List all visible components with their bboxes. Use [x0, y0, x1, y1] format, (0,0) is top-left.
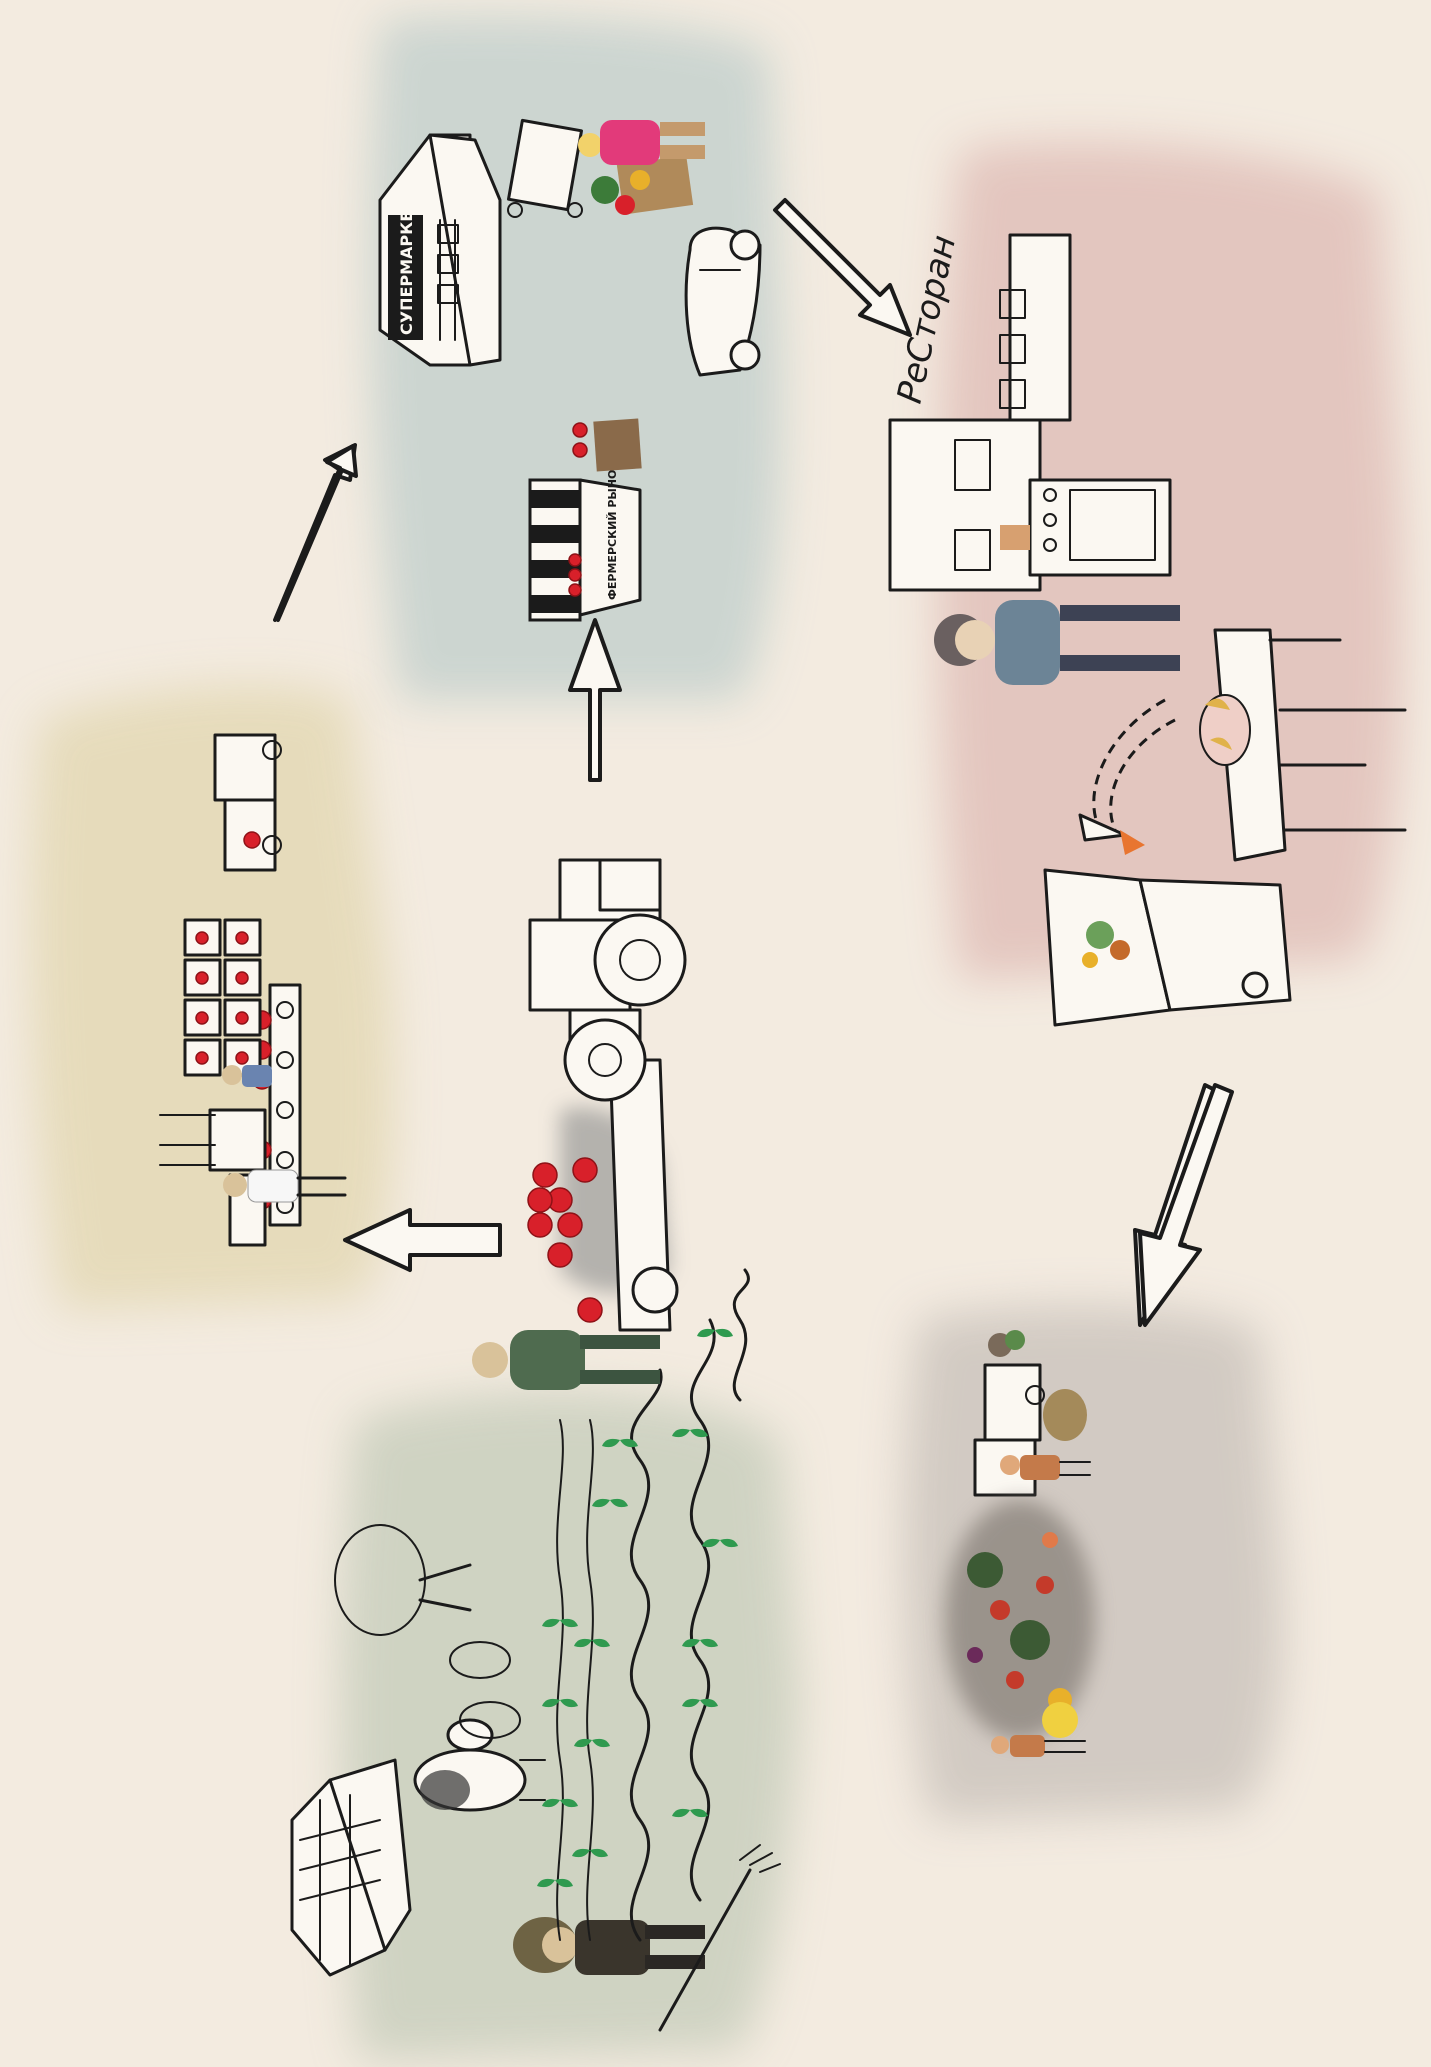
worker-icon	[222, 1065, 272, 1087]
stove-icon	[1030, 480, 1170, 575]
arrow-retail-to-restaurant	[775, 200, 910, 335]
food-waste-pile-icon	[945, 1500, 1095, 1740]
sack-icon	[1043, 1389, 1087, 1441]
farmers-market-sign: ФЕРМЕРСКИЙ РЫНОК	[606, 461, 619, 600]
farmer-harvester-icon	[472, 1330, 660, 1390]
arrow-restaurant-to-waste	[1135, 1085, 1232, 1325]
trash-bin-icon	[1045, 870, 1290, 1025]
truck-icon	[215, 735, 281, 870]
car-icon	[686, 228, 760, 375]
supermarket-sign: СУПЕРМАРКЕТ	[397, 200, 416, 335]
arrow-factory-to-retail	[275, 445, 356, 620]
factory-wash	[30, 685, 394, 1310]
